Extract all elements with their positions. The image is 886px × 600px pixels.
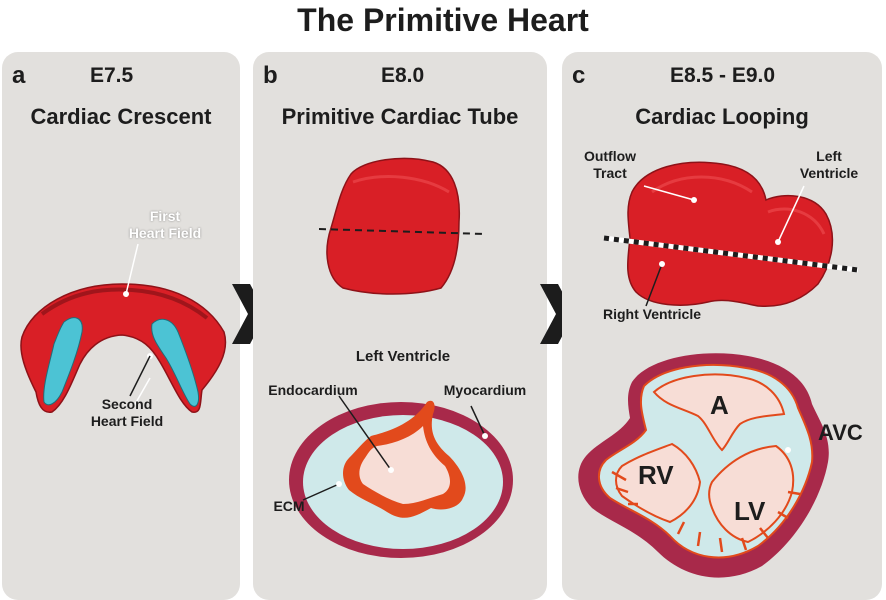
lv-label: LV [734,496,765,527]
outflow-tract-line2: Tract [572,165,648,182]
ecm-label: ECM [259,498,319,515]
cardiac-crescent-illustration [2,52,240,600]
left-ventricle-line2: Ventricle [784,165,874,182]
first-heart-field-line1: First [110,208,220,225]
cardiac-tube-illustration [253,52,547,600]
panel-c: c E8.5 - E9.0 Cardiac Looping [562,52,882,600]
left-ventricle-line1: Left [784,148,874,165]
first-heart-field-line2: Heart Field [110,225,220,242]
endocardium-label: Endocardium [253,382,373,399]
second-heart-field-line2: Heart Field [72,413,182,430]
second-heart-field-label: Second Heart Field [72,396,182,430]
figure-title: The Primitive Heart [0,2,886,39]
myocardium-label: Myocardium [429,382,541,399]
cardiac-tube-3d [327,158,459,294]
atrium-label: A [710,390,729,421]
looping-heart-3d [628,162,833,306]
outflow-tract-line1: Outflow [572,148,648,165]
avc-label: AVC [818,420,863,446]
cardiac-looping-illustration [562,52,882,600]
first-heart-field-label: First Heart Field [110,208,220,242]
panel-a: a E7.5 Cardiac Crescent First Heart Fiel… [2,52,240,600]
left-ventricle-label: Left Ventricle [323,348,483,365]
second-heart-field-line1: Second [72,396,182,413]
left-ventricle-label: Left Ventricle [784,148,874,182]
outflow-tract-label: Outflow Tract [572,148,648,182]
right-ventricle-label: Right Ventricle [582,306,722,323]
panel-b: b E8.0 Primitive Cardiac Tube Left Ventr… [253,52,547,600]
rv-label: RV [638,460,674,491]
